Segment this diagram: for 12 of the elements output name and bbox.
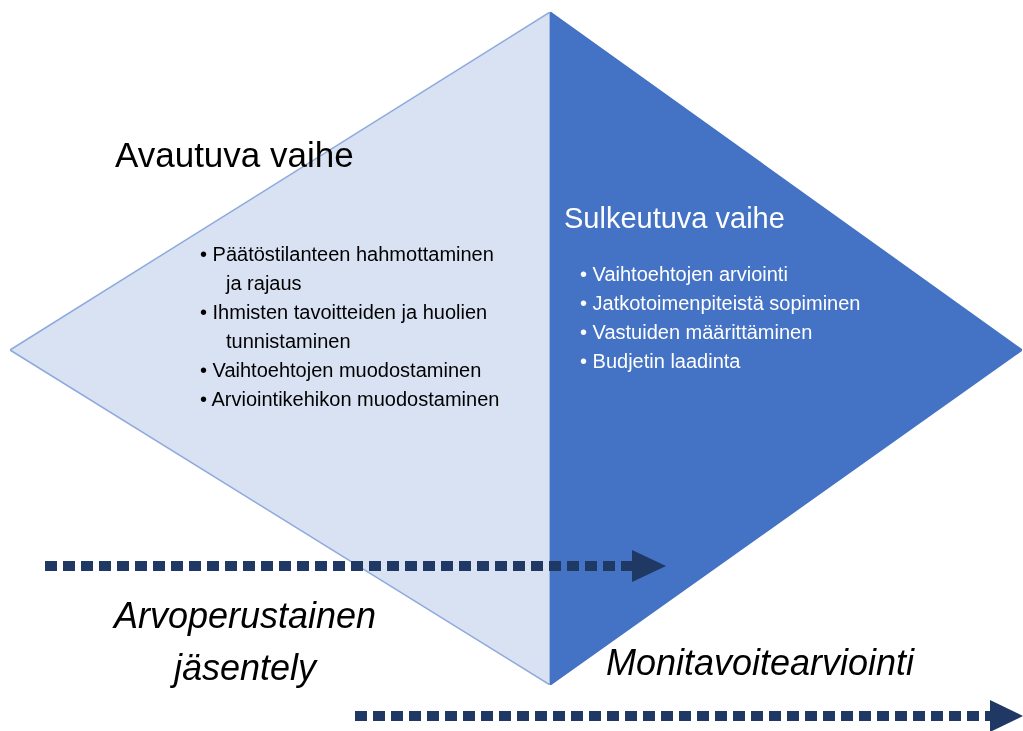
bullet-item: • Ihmisten tavoitteiden ja huolien tunnistaminen <box>200 300 489 354</box>
phase-heading: Sulkeutuva vaihe <box>564 202 785 235</box>
method-label: Arvoperustainen jäsentely <box>111 594 378 690</box>
bullet-item: • Budjetin laadinta <box>580 349 742 374</box>
bullet-item: • Jatkotoimenpiteistä sopiminen <box>580 291 862 316</box>
bullet-item: • Vaihtoehtojen arviointi <box>580 262 789 287</box>
phase-heading: Avautuva vaihe <box>115 135 354 175</box>
bullet-item: • Päätöstilanteen hahmottaminen ja rajaus <box>200 242 495 296</box>
method-label: Monitavoitearviointi <box>604 641 916 685</box>
bullet-item: • Arviointikehikon muodostaminen <box>200 387 500 412</box>
bullet-item: • Vaihtoehtojen muodostaminen <box>200 358 483 383</box>
bullet-item: • Vastuiden määrittäminen <box>580 320 814 345</box>
